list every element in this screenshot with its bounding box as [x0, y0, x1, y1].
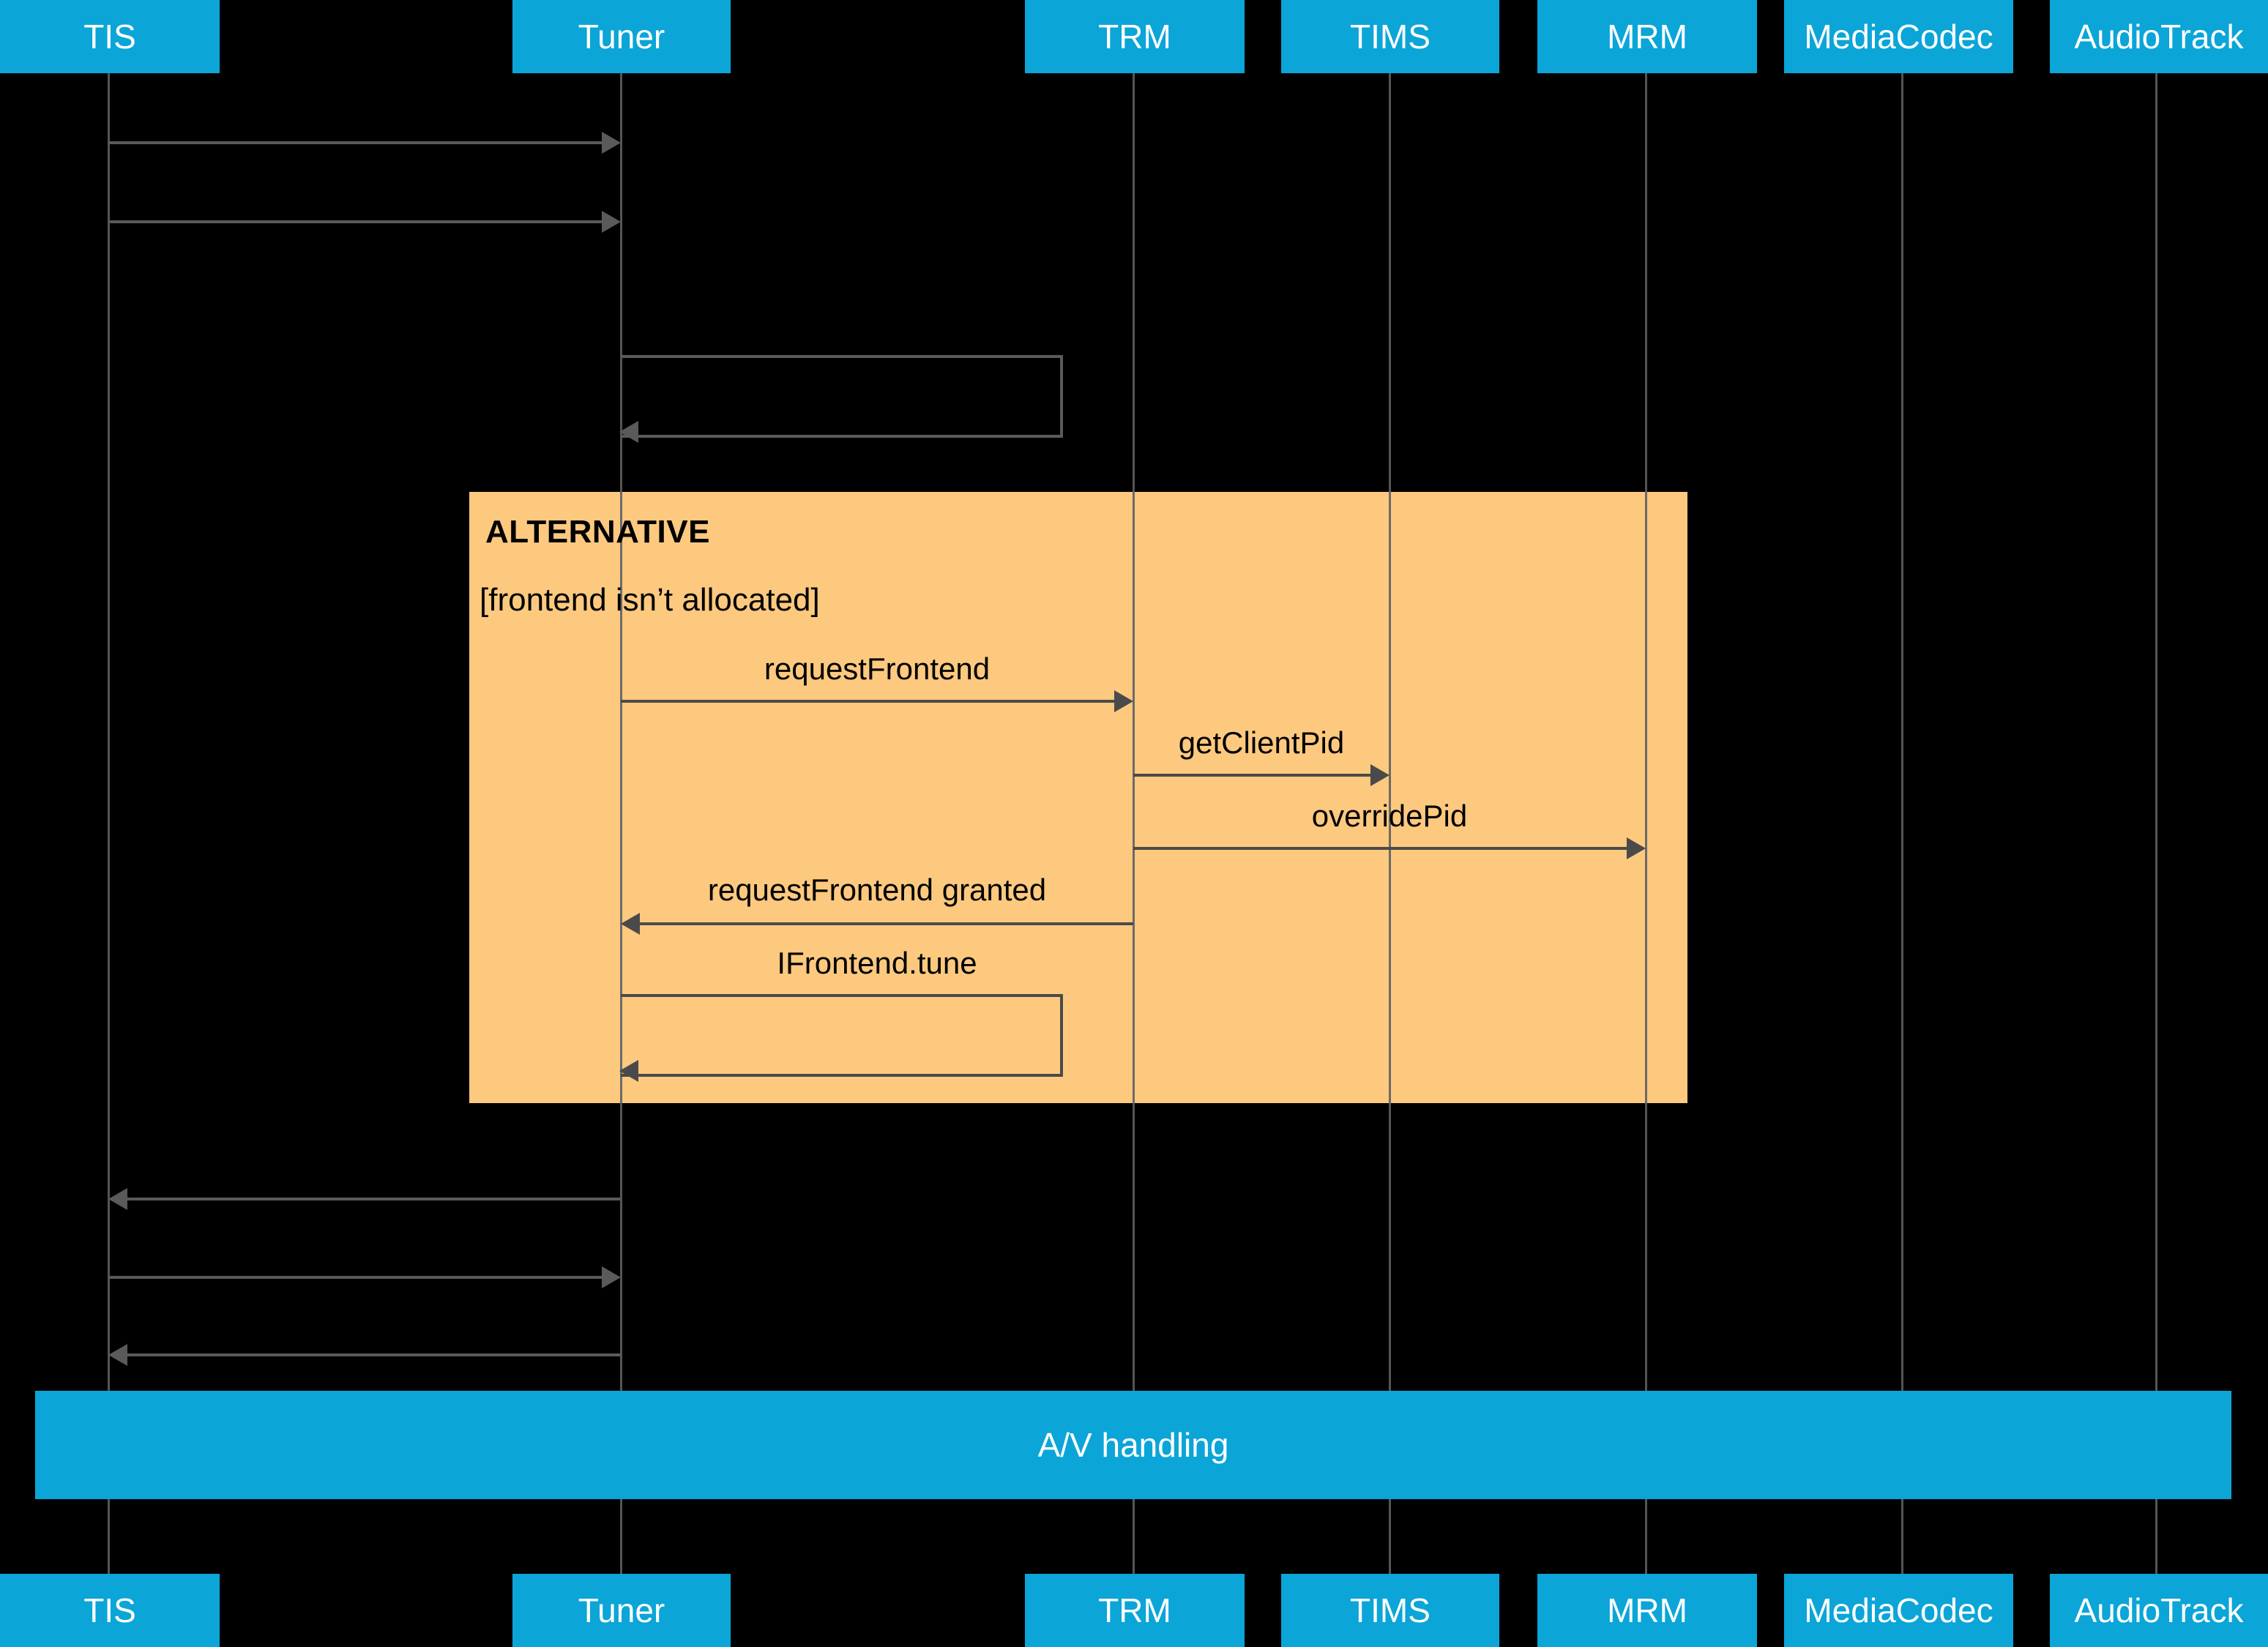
message-line-overridepid: [1133, 847, 1628, 850]
participant-label: MRM: [1607, 18, 1687, 56]
message-arrowhead-2: [602, 211, 621, 233]
participant-footer-mrm[interactable]: MRM: [1537, 1574, 1757, 1647]
message-line-1: [108, 141, 603, 144]
lifeline-tis: [108, 73, 110, 1574]
self-call-arrowhead-1: [619, 421, 638, 443]
alt-fragment-guard: [frontend isn’t allocated]: [480, 582, 820, 618]
lifeline-tims-in-fragment: [1389, 492, 1391, 1103]
message-label-requestfrontend: requestFrontend: [764, 651, 991, 686]
self-call-arrowhead-ifrontend-tune: [619, 1060, 638, 1082]
participant-header-trm[interactable]: TRM: [1025, 0, 1245, 73]
message-label-requestfrontend-granted: requestFrontend granted: [707, 873, 1047, 907]
participant-header-audiotrack[interactable]: AudioTrack: [2050, 0, 2268, 73]
message-arrowhead-getclientpid: [1370, 764, 1389, 786]
message-arrowhead-1: [602, 132, 621, 154]
participant-label: Tuner: [578, 18, 665, 56]
participant-header-mrm[interactable]: MRM: [1537, 0, 1757, 73]
participant-label: TIS: [83, 18, 136, 56]
participant-label: TIMS: [1350, 1591, 1430, 1629]
message-line-requestfrontend-granted: [638, 922, 1133, 925]
participant-label: MediaCodec: [1804, 18, 1993, 56]
alt-fragment-keyword: ALTERNATIVE: [485, 514, 710, 550]
participant-label: AudioTrack: [2074, 1591, 2244, 1629]
participant-header-tuner[interactable]: Tuner: [512, 0, 731, 73]
participant-label: MRM: [1607, 1591, 1687, 1629]
participant-label: AudioTrack: [2074, 18, 2244, 56]
message-arrowhead-requestfrontend: [1114, 690, 1133, 712]
participant-footer-trm[interactable]: TRM: [1025, 1574, 1245, 1647]
message-line-9: [126, 1198, 621, 1200]
participant-header-mediacodec[interactable]: MediaCodec: [1784, 0, 2013, 73]
participant-label: TIMS: [1350, 18, 1430, 56]
message-arrowhead-10: [602, 1266, 621, 1288]
participant-label: TRM: [1098, 1591, 1171, 1629]
participant-label: MediaCodec: [1804, 1591, 1993, 1629]
message-line-11: [126, 1353, 621, 1356]
participant-label: TRM: [1098, 18, 1171, 56]
lifeline-trm-in-fragment: [1133, 492, 1135, 1103]
participant-label: TIS: [83, 1591, 136, 1629]
participant-footer-tis[interactable]: TIS: [0, 1574, 220, 1647]
lifeline-tuner-in-fragment: [620, 492, 622, 1103]
lifeline-mediacodec: [1901, 73, 1903, 1574]
av-handling-bar[interactable]: A/V handling: [35, 1391, 2231, 1499]
participant-footer-mediacodec[interactable]: MediaCodec: [1784, 1574, 2013, 1647]
av-handling-label: A/V handling: [1037, 1426, 1229, 1464]
participant-footer-tuner[interactable]: Tuner: [512, 1574, 731, 1647]
message-line-requestfrontend: [621, 700, 1116, 703]
message-line-getclientpid: [1133, 774, 1372, 777]
alt-fragment: [469, 492, 1687, 1103]
self-call-loop-ifrontend-tune: [621, 994, 1063, 1077]
participant-header-tims[interactable]: TIMS: [1281, 0, 1499, 73]
message-arrowhead-9: [108, 1188, 127, 1210]
message-arrowhead-11: [108, 1344, 127, 1366]
message-label-getclientpid: getClientPid: [1178, 725, 1345, 760]
participant-footer-tims[interactable]: TIMS: [1281, 1574, 1499, 1647]
participant-footer-audiotrack[interactable]: AudioTrack: [2050, 1574, 2268, 1647]
participant-header-tis[interactable]: TIS: [0, 0, 220, 73]
message-line-2: [108, 220, 603, 223]
lifeline-mrm-in-fragment: [1645, 492, 1647, 1103]
participant-label: Tuner: [578, 1591, 665, 1629]
lifeline-audiotrack: [2155, 73, 2157, 1574]
message-arrowhead-requestfrontend-granted: [621, 913, 640, 935]
self-call-loop-1: [621, 355, 1063, 438]
message-arrowhead-overridepid: [1627, 837, 1646, 859]
message-label-overridepid: overridePid: [1311, 799, 1468, 833]
message-line-10: [108, 1276, 603, 1279]
message-label-ifrontend-tune: IFrontend.tune: [777, 946, 977, 980]
